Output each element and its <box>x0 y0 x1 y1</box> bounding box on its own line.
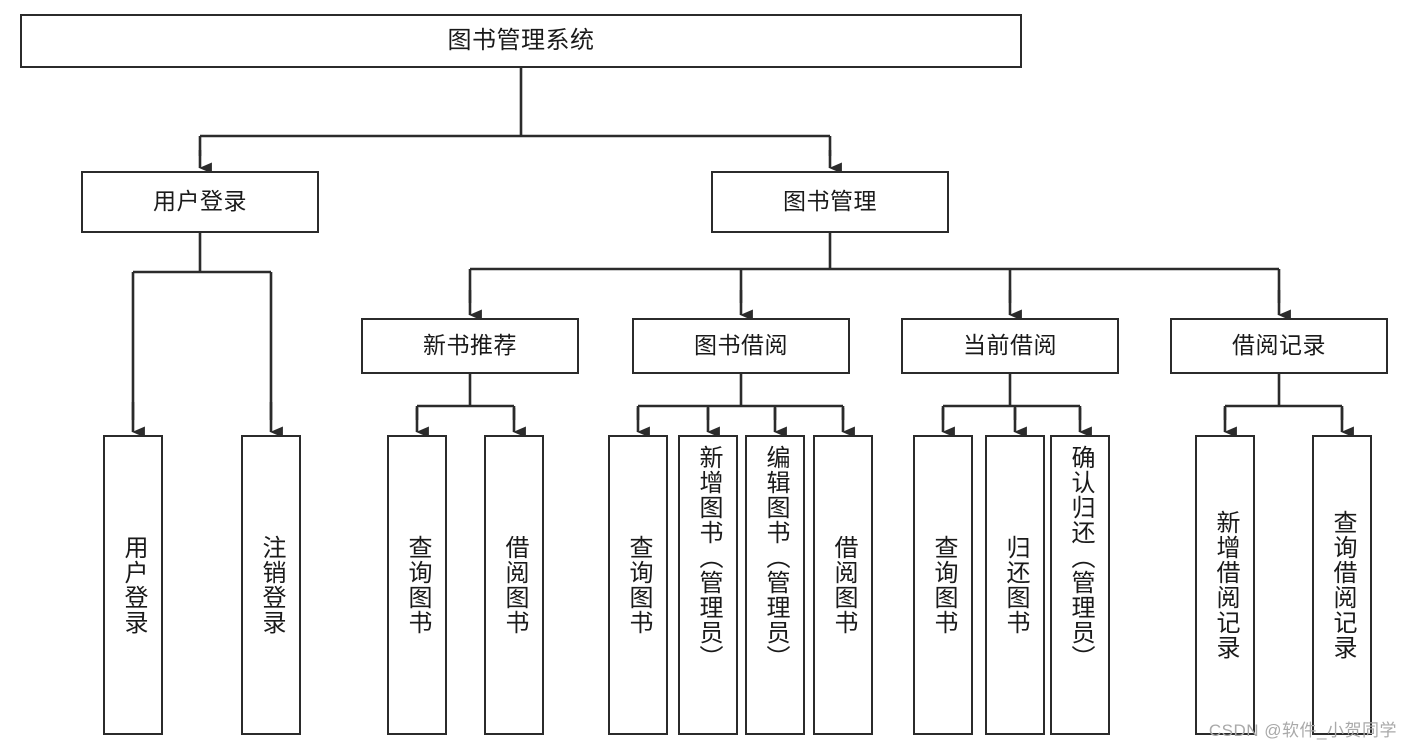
node-leaf-borrow-book-1-label: 借阅图书 <box>500 535 528 635</box>
node-leaf-add-book-admin-label: 新增图书（管理员） <box>694 445 722 670</box>
node-book-borrow[interactable]: 图书借阅 <box>632 318 850 374</box>
node-leaf-query-borrow-record[interactable]: 查询借阅记录 <box>1312 435 1372 735</box>
node-leaf-user-login[interactable]: 用户登录 <box>103 435 163 735</box>
node-current-borrow-label: 当前借阅 <box>963 332 1057 359</box>
node-user-login-label: 用户登录 <box>153 188 247 215</box>
node-book-borrow-label: 图书借阅 <box>694 332 788 359</box>
node-leaf-query-borrow-record-label: 查询借阅记录 <box>1328 510 1356 660</box>
node-leaf-edit-book-admin-label: 编辑图书（管理员） <box>761 445 789 670</box>
node-leaf-query-book-3-label: 查询图书 <box>929 535 957 635</box>
node-leaf-edit-book-admin[interactable]: 编辑图书（管理员） <box>745 435 805 735</box>
node-book-manage[interactable]: 图书管理 <box>711 171 949 233</box>
node-leaf-borrow-book-1[interactable]: 借阅图书 <box>484 435 544 735</box>
node-root-system[interactable]: 图书管理系统 <box>20 14 1022 68</box>
node-leaf-query-book-2[interactable]: 查询图书 <box>608 435 668 735</box>
node-leaf-user-logout-label: 注销登录 <box>257 535 285 635</box>
node-leaf-query-book-3[interactable]: 查询图书 <box>913 435 973 735</box>
node-user-login[interactable]: 用户登录 <box>81 171 319 233</box>
node-leaf-user-logout[interactable]: 注销登录 <box>241 435 301 735</box>
node-borrow-record[interactable]: 借阅记录 <box>1170 318 1388 374</box>
csdn-watermark: CSDN @软件_小贺同学 <box>1208 721 1397 740</box>
node-borrow-record-label: 借阅记录 <box>1232 332 1326 359</box>
node-new-book-recommend-label: 新书推荐 <box>423 332 517 359</box>
node-leaf-query-book-1-label: 查询图书 <box>403 535 431 635</box>
connector-arrowheads <box>131 150 1354 438</box>
node-leaf-query-book-2-label: 查询图书 <box>624 535 652 635</box>
node-leaf-add-borrow-record-label: 新增借阅记录 <box>1211 510 1239 660</box>
node-leaf-confirm-return-admin-label: 确认归还（管理员） <box>1066 445 1094 670</box>
node-book-manage-label: 图书管理 <box>783 188 877 215</box>
node-leaf-confirm-return-admin[interactable]: 确认归还（管理员） <box>1050 435 1110 735</box>
node-leaf-query-book-1[interactable]: 查询图书 <box>387 435 447 735</box>
node-leaf-borrow-book-2[interactable]: 借阅图书 <box>813 435 873 735</box>
node-leaf-borrow-book-2-label: 借阅图书 <box>829 535 857 635</box>
node-leaf-add-borrow-record[interactable]: 新增借阅记录 <box>1195 435 1255 735</box>
node-new-book-recommend[interactable]: 新书推荐 <box>361 318 579 374</box>
node-root-label: 图书管理系统 <box>447 26 595 54</box>
node-leaf-return-book[interactable]: 归还图书 <box>985 435 1045 735</box>
node-leaf-user-login-label: 用户登录 <box>119 535 147 635</box>
node-current-borrow[interactable]: 当前借阅 <box>901 318 1119 374</box>
node-leaf-add-book-admin[interactable]: 新增图书（管理员） <box>678 435 738 735</box>
node-leaf-return-book-label: 归还图书 <box>1001 535 1029 635</box>
